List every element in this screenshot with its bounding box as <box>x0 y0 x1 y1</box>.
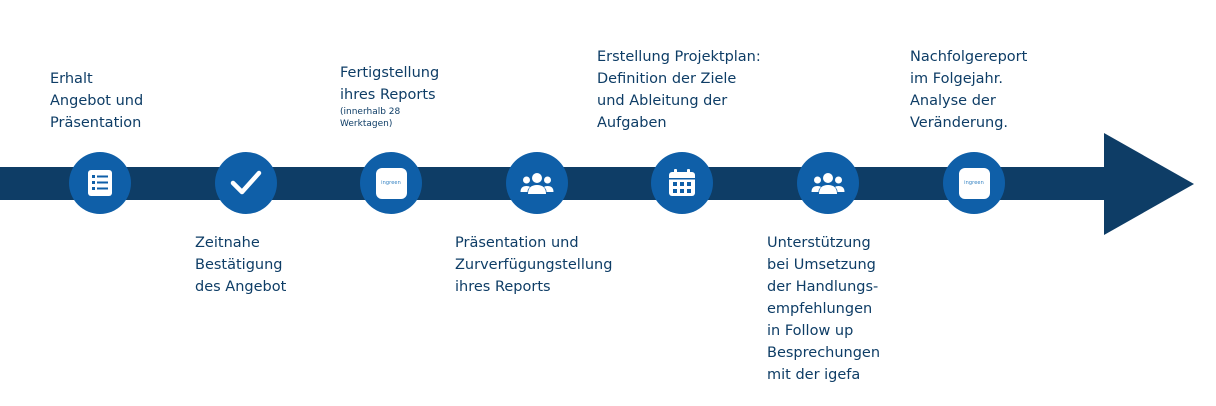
checklist-icon <box>88 170 112 196</box>
label-line: in Follow up <box>767 323 854 339</box>
step-5-node <box>651 152 713 214</box>
label-line: Fertigstellung <box>340 65 440 81</box>
step-7-node: ingreen <box>943 152 1005 214</box>
label-line: Präsentation <box>50 115 142 131</box>
label-line: Angebot und <box>50 93 144 109</box>
label-line: ihres Reports <box>455 279 551 295</box>
step-7-label: Nachfolgereport im Folgejahr. Analyse de… <box>910 46 1027 134</box>
label-line: Zurverfügungstellung <box>455 257 613 273</box>
label-line: Definition der Ziele <box>597 71 737 87</box>
people-group-icon <box>811 173 845 194</box>
step-5-label: Erstellung Projektplan: Definition der Z… <box>597 46 761 134</box>
timeline-arrowhead <box>1104 133 1194 235</box>
label-note-line: Werktagen) <box>340 119 393 129</box>
label-line: Nachfolgereport <box>910 49 1028 65</box>
label-line: und Ableitung der <box>597 93 728 109</box>
label-line: Präsentation und <box>455 235 579 251</box>
step-2-node <box>215 152 277 214</box>
label-line: empfehlungen <box>767 301 873 317</box>
ingreen-logo-icon: ingreen <box>375 167 407 199</box>
step-1-node <box>69 152 131 214</box>
label-line: der Handlungs- <box>767 279 879 295</box>
checkmark-icon <box>230 170 262 195</box>
label-note-line: (innerhalb 28 <box>340 107 401 117</box>
label-line: Zeitnahe <box>195 235 260 251</box>
label-line: Erhalt <box>50 71 93 87</box>
label-line: Veränderung. <box>910 115 1009 131</box>
label-line: bei Umsetzung <box>767 257 876 273</box>
ingreen-logo-text: ingreen <box>964 180 984 186</box>
step-6-label: Unterstützung bei Umsetzung der Handlung… <box>767 232 880 386</box>
label-line: Aufgaben <box>597 115 667 131</box>
people-group-icon <box>520 173 554 194</box>
step-3-node: ingreen <box>360 152 422 214</box>
label-line: Erstellung Projektplan: <box>597 49 761 65</box>
label-line: des Angebot <box>195 279 287 295</box>
label-line: Besprechungen <box>767 345 881 361</box>
ingreen-logo-text: ingreen <box>381 180 401 186</box>
step-3-label: Fertigstellung ihres Reports (innerhalb … <box>340 62 439 130</box>
step-1-label: Erhalt Angebot und Präsentation <box>50 68 143 134</box>
calendar-icon <box>669 169 695 196</box>
step-4-node <box>506 152 568 214</box>
label-line: im Folgejahr. <box>910 71 1003 87</box>
label-line: ihres Reports <box>340 87 436 103</box>
ingreen-logo-icon: ingreen <box>958 167 990 199</box>
label-line: Analyse der <box>910 93 996 109</box>
label-line: Bestätigung <box>195 257 283 273</box>
label-line: Unterstützung <box>767 235 871 251</box>
step-6-node <box>797 152 859 214</box>
label-line: mit der igefa <box>767 367 861 383</box>
step-4-label: Präsentation und Zurverfügungstellung ih… <box>455 232 612 298</box>
step-2-label: Zeitnahe Bestätigung des Angebot <box>195 232 286 298</box>
